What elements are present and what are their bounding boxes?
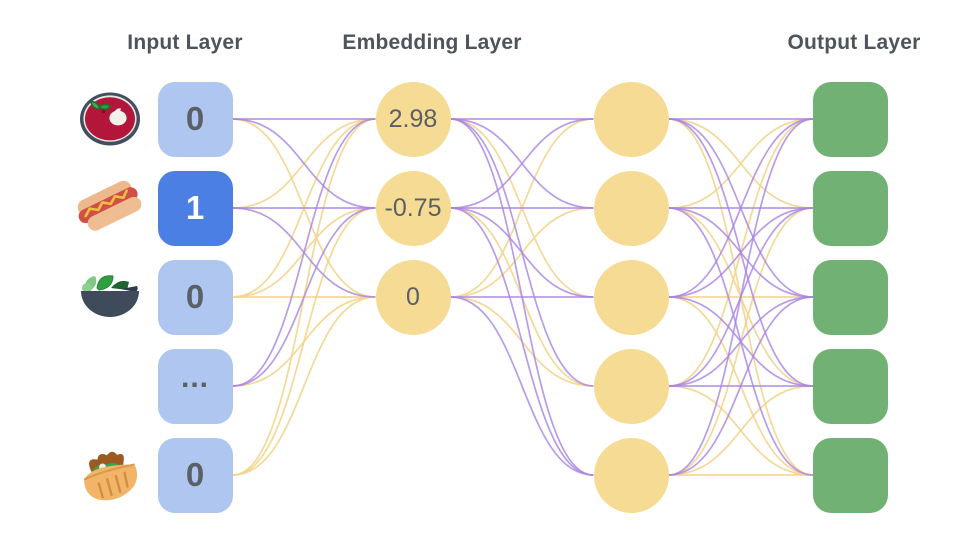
edge [232,118,376,298]
input-node-value: ... [180,361,209,394]
input-layer-title: Input Layer [127,31,243,54]
edge [668,118,814,387]
hidden-node-3 [593,259,669,335]
edge [232,118,376,476]
edge [668,207,814,387]
edge [668,296,814,476]
edge [450,118,594,476]
hidden-node-1 [593,81,669,157]
hidden-node-5 [593,437,669,513]
edge [232,207,376,387]
output-layer-title: Output Layer [787,31,921,54]
embedding-node-value: 0 [406,282,420,311]
input-node-borscht: 0 [157,81,233,157]
edge [232,118,376,387]
input-node-pita: 0 [157,437,233,513]
edge [450,118,594,298]
edge [450,118,594,209]
embedding-layer-title: Embedding Layer [342,31,522,54]
edge [450,207,594,387]
output-node-5 [813,437,888,513]
edge [232,118,376,209]
edge [450,207,594,298]
edge [232,118,376,209]
output-node-3 [813,259,888,335]
input-node-value: 0 [185,456,205,493]
embedding-node-1: 2.98 [375,81,451,157]
salad-bowl-icon [81,275,139,317]
edge [450,207,594,476]
edge [668,296,814,476]
output-node-2 [813,170,888,246]
edge [232,118,376,298]
edge [450,118,594,387]
edge [450,296,594,387]
edge [668,207,814,298]
edge [668,118,814,476]
hidden-node-4 [593,348,669,424]
input-node-value: 0 [185,100,205,137]
edge [450,118,594,298]
edge [668,207,814,476]
embedding-node-2: -0.75 [375,170,451,246]
embedding-node-value: 2.98 [388,104,438,133]
output-node-1 [813,81,888,157]
edge [668,385,814,476]
edge [668,207,814,387]
embedding-node-value: -0.75 [384,193,442,222]
pita-wrap-icon [83,451,138,501]
edge [668,207,814,476]
edge [450,118,594,209]
hidden-node-2 [593,170,669,246]
input-node-ellipsis: ... [157,348,233,424]
edge [668,118,814,298]
embedding-node-3: 0 [375,259,451,335]
edge [450,296,594,476]
edge [668,118,814,298]
edge [232,296,376,387]
edge [232,207,376,298]
edge [668,118,814,387]
edge [232,296,376,476]
edge [450,207,594,298]
hot-dog-icon [77,180,142,231]
edge [232,207,376,298]
input-node-value: 1 [185,189,205,226]
edge [668,118,814,209]
edge [668,207,814,298]
edge [668,385,814,476]
edge [668,118,814,476]
output-node-4 [813,348,888,424]
edge [668,296,814,387]
edge [668,296,814,387]
input-node-value: 0 [185,278,205,315]
borscht-bowl-icon [80,92,140,146]
edge [232,207,376,476]
input-node-hotdog: 1 [157,170,233,246]
input-node-salad: 0 [157,259,233,335]
edge [668,118,814,209]
